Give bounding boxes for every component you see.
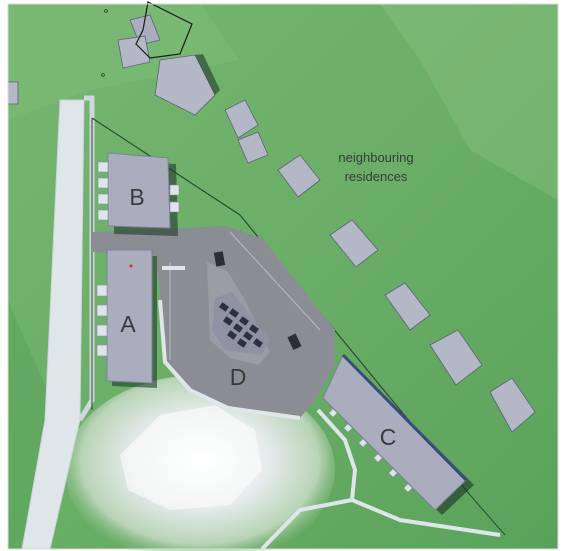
sidewalk: [158, 299, 301, 420]
building-a-balconies: [96, 284, 108, 357]
neighbouring-houses: [7, 1, 536, 433]
house: [489, 377, 536, 433]
building-b-label: B: [129, 184, 144, 210]
terrain-shading: [380, 4, 558, 200]
house: [154, 54, 216, 116]
site-boundary: [91, 117, 471, 496]
parking-lines: [169, 231, 321, 360]
building-c-label: C: [380, 424, 397, 450]
neighbours-label-line2: residences: [345, 169, 408, 184]
house: [7, 81, 19, 105]
site-boundary: [469, 494, 506, 536]
footpath: [260, 498, 353, 551]
house: [224, 99, 259, 139]
solar-panels: [219, 302, 263, 348]
map-border: [7, 3, 559, 550]
hill-contours: [120, 405, 262, 510]
building-d-label: D: [230, 364, 247, 390]
house: [329, 219, 379, 268]
house-outline: [135, 1, 193, 59]
house: [429, 329, 483, 386]
car: [213, 251, 226, 267]
house: [384, 282, 431, 331]
neighbours-label-line1: neighbouring: [338, 150, 413, 165]
building-a: [106, 249, 153, 384]
house: [277, 154, 321, 198]
house: [117, 35, 151, 69]
footpath: [316, 408, 501, 537]
building-c-balconies: [328, 408, 413, 493]
marker: [101, 73, 105, 77]
house: [237, 131, 269, 164]
building-a-label: A: [120, 311, 136, 337]
building-b-balconies: [97, 161, 180, 221]
house-shadow: [195, 54, 220, 95]
marker: [129, 264, 133, 268]
building-c-facade: [341, 353, 468, 482]
car: [287, 333, 302, 351]
marker: [104, 9, 108, 13]
terrain-shading: [8, 300, 60, 549]
